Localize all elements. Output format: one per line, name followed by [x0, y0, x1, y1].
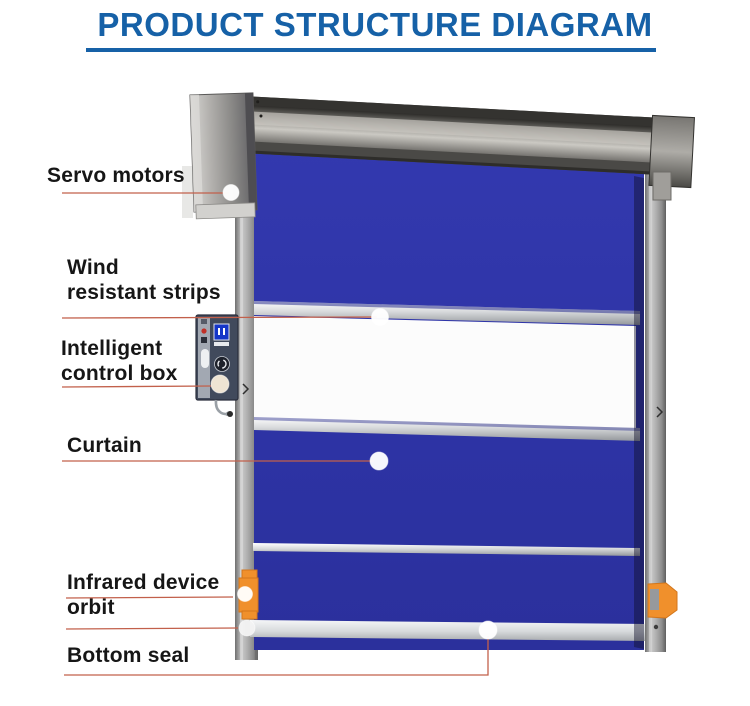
leader-line-wind-resistant-strips [61, 316, 378, 319]
pointer-dot-servo-motors [222, 184, 240, 201]
leader-line-orbit [65, 627, 239, 630]
control-box-emblem [214, 356, 230, 372]
header-bracket [652, 171, 672, 201]
page-title: PRODUCT STRUCTURE DIAGRAM [97, 6, 653, 43]
leader-line-bottom-seal [64, 636, 489, 676]
rail-clip-icon [656, 406, 664, 418]
wind-strip-1 [254, 301, 640, 325]
pointer-dot-curtain [369, 451, 389, 471]
leader-line-intelligent-control-box [61, 385, 213, 388]
control-box-slot [201, 349, 209, 368]
leader-lines [61, 192, 489, 676]
bottom-seal-bar [250, 620, 645, 641]
pointer-dot-wind-resistant-strips [371, 308, 389, 326]
control-box [195, 314, 239, 417]
label-bottom-seal: Bottom seal [67, 644, 190, 667]
window-panel [254, 316, 636, 431]
control-box-black-button [201, 337, 207, 343]
wind-strip-2 [254, 417, 640, 441]
label-intelligent-control-box: Intelligent control box [61, 337, 178, 385]
servo-motor-box [189, 92, 258, 220]
leader-line-infrared-device [65, 596, 234, 599]
door-curtain [250, 140, 645, 650]
pointer-dot-intelligent-control-box [210, 374, 230, 394]
pointer-dot-infrared-device [237, 586, 253, 602]
pointer-dot-bottom-seal [478, 620, 498, 640]
wind-strip-3 [253, 543, 640, 556]
rail-clip-icon [242, 383, 250, 395]
label-wind-resistant-strips: Wind resistant strips [67, 256, 221, 304]
pointer-dots [210, 184, 498, 640]
pointer-dot-orbit [238, 619, 256, 637]
infrared-sensor-right [647, 582, 678, 619]
door-header [238, 95, 696, 189]
control-box-display [213, 323, 230, 341]
label-curtain: Curtain [67, 434, 142, 457]
wall-edge [182, 166, 193, 218]
label-infrared-device-orbit: Infrared device orbit [67, 571, 220, 619]
control-box-red-button [201, 328, 207, 334]
title-underline [86, 48, 656, 52]
control-box-button [201, 319, 207, 324]
curtain-right-shadow [634, 176, 644, 649]
right-guide-rail [645, 166, 666, 652]
rail-bolt [653, 624, 659, 630]
label-servo-motors: Servo motors [47, 164, 185, 187]
